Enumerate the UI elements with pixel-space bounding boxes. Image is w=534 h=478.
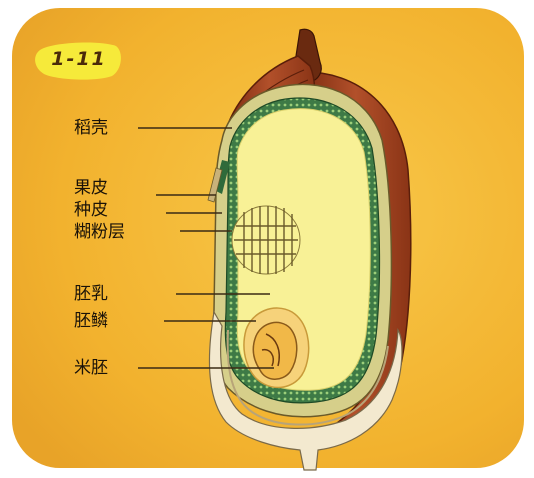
magnified-cell-detail (232, 206, 300, 274)
embryo (253, 322, 296, 379)
label-seed-coat: 种皮 (74, 200, 108, 220)
label-aleurone: 糊粉层 (74, 222, 125, 242)
label-embryo: 米胚 (74, 358, 108, 378)
label-husk: 稻壳 (74, 118, 108, 138)
label-endosperm: 胚乳 (74, 284, 108, 304)
label-scutellum: 胚鳞 (74, 311, 108, 331)
figure-number: 1-11 (36, 48, 122, 70)
label-pericarp: 果皮 (74, 178, 108, 198)
